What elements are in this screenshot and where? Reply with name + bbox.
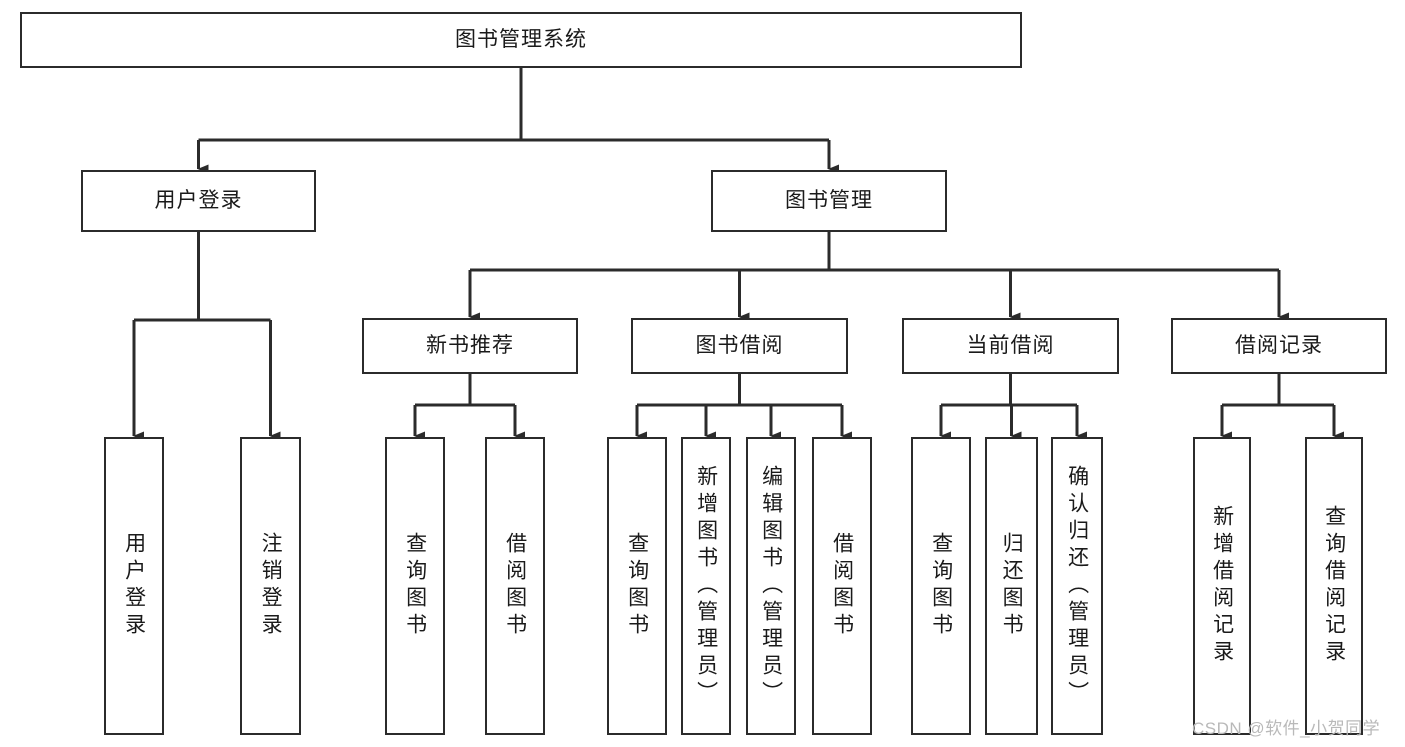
node-book-borrow[interactable]: 图书借阅 [631, 318, 848, 374]
node-leaf-query-book-recommend[interactable]: 查询图书 [385, 437, 445, 735]
node-leaf-borrow-book-recommend[interactable]: 借阅图书 [485, 437, 545, 735]
node-leaf-query-book-current[interactable]: 查询图书 [911, 437, 971, 735]
node-leaf-edit-book-admin[interactable]: 编辑图书（管理员） [746, 437, 796, 735]
node-current-borrow-label: 当前借阅 [966, 334, 1055, 358]
node-leaf-borrow-book-label: 借阅图书 [830, 532, 854, 640]
node-user-login[interactable]: 用户登录 [81, 170, 316, 232]
node-new-book-recommend[interactable]: 新书推荐 [362, 318, 578, 374]
node-user-login-label: 用户登录 [154, 189, 243, 213]
node-root[interactable]: 图书管理系统 [20, 12, 1022, 68]
node-book-borrow-label: 图书借阅 [695, 334, 784, 358]
node-leaf-confirm-return-admin-label: 确认归还（管理员） [1065, 464, 1089, 708]
node-leaf-user-login[interactable]: 用户登录 [104, 437, 164, 735]
node-leaf-logout-label: 注销登录 [259, 532, 283, 640]
node-leaf-query-borrow-record[interactable]: 查询借阅记录 [1305, 437, 1363, 735]
csdn-watermark: CSDN @软件_小贺同学 [1192, 719, 1381, 738]
node-new-book-recommend-label: 新书推荐 [426, 334, 514, 358]
node-leaf-add-book-admin-label: 新增图书（管理员） [694, 464, 718, 708]
node-book-management-label: 图书管理 [785, 189, 873, 213]
node-borrow-record[interactable]: 借阅记录 [1171, 318, 1387, 374]
node-leaf-edit-book-admin-label: 编辑图书（管理员） [759, 464, 783, 708]
node-leaf-borrow-book[interactable]: 借阅图书 [812, 437, 872, 735]
node-current-borrow[interactable]: 当前借阅 [902, 318, 1119, 374]
node-leaf-query-book-borrow[interactable]: 查询图书 [607, 437, 667, 735]
node-leaf-query-borrow-record-label: 查询借阅记录 [1322, 505, 1346, 667]
node-leaf-return-book-label: 归还图书 [1000, 532, 1024, 640]
node-root-label: 图书管理系统 [455, 28, 587, 52]
node-leaf-query-book-recommend-label: 查询图书 [403, 532, 427, 640]
node-borrow-record-label: 借阅记录 [1235, 334, 1323, 358]
node-leaf-return-book[interactable]: 归还图书 [985, 437, 1038, 735]
node-leaf-query-book-borrow-label: 查询图书 [625, 532, 649, 640]
node-leaf-borrow-book-recommend-label: 借阅图书 [503, 532, 527, 640]
node-leaf-logout[interactable]: 注销登录 [240, 437, 301, 735]
node-book-management[interactable]: 图书管理 [711, 170, 947, 232]
node-leaf-query-book-current-label: 查询图书 [929, 532, 953, 640]
node-leaf-add-book-admin[interactable]: 新增图书（管理员） [681, 437, 731, 735]
node-leaf-add-borrow-record[interactable]: 新增借阅记录 [1193, 437, 1251, 735]
node-leaf-add-borrow-record-label: 新增借阅记录 [1210, 505, 1234, 667]
node-leaf-user-login-label: 用户登录 [122, 532, 146, 640]
node-leaf-confirm-return-admin[interactable]: 确认归还（管理员） [1051, 437, 1103, 735]
